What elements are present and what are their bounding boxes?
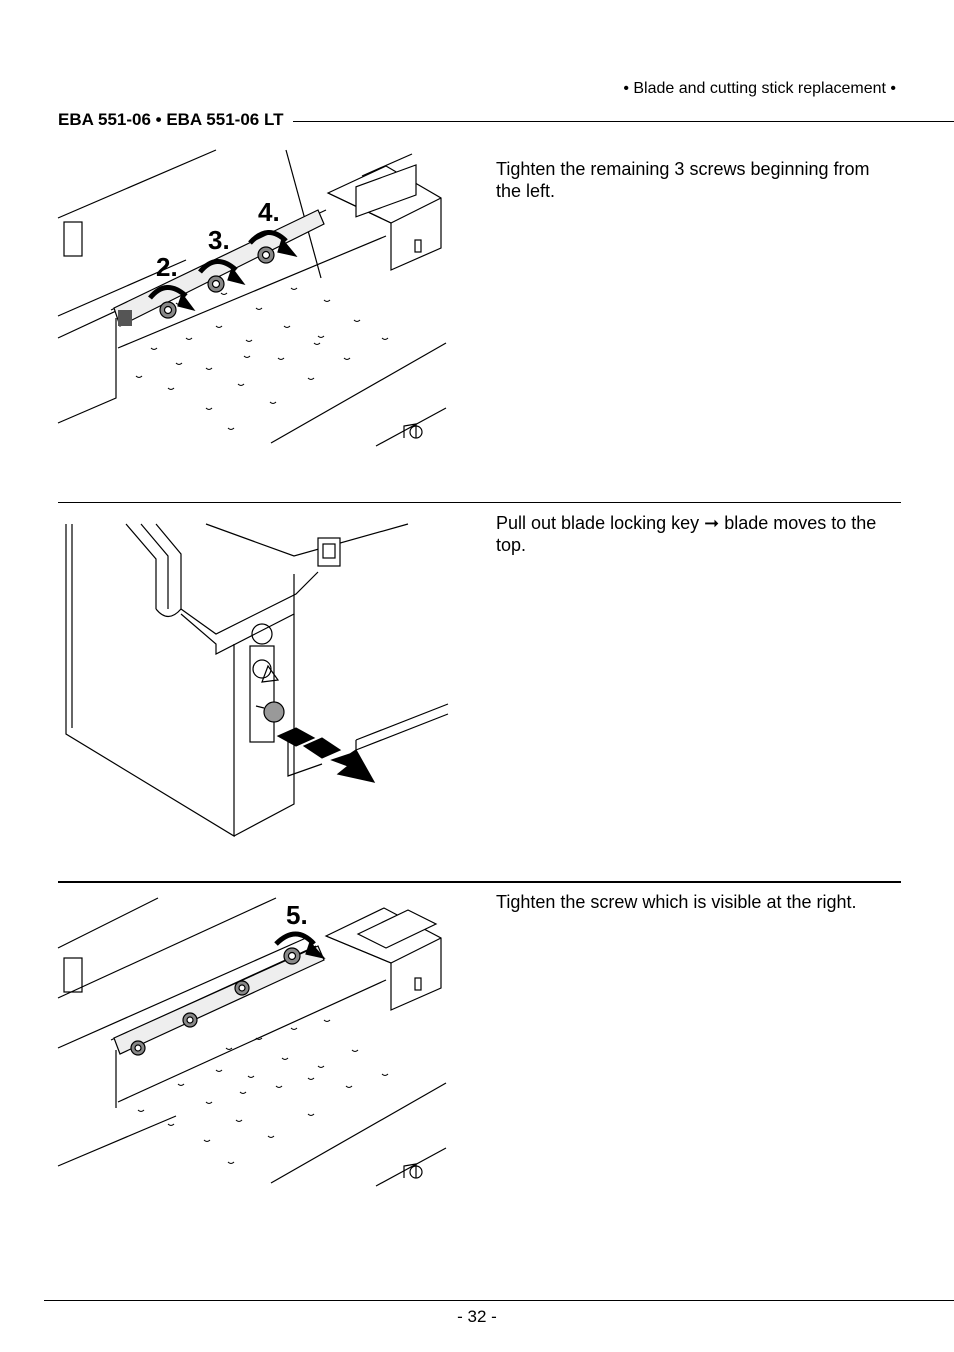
- divider-1: [58, 502, 901, 503]
- figure-step-1: 2. 3. 4.: [57, 149, 447, 447]
- figure-step-2: [65, 523, 449, 838]
- figure-step-3: 5.: [57, 897, 447, 1187]
- step-2-text: Pull out blade locking key ➞ blade moves…: [496, 513, 877, 555]
- step-3-text: Tighten the screw which is visible at th…: [496, 892, 857, 912]
- section-title: • Blade and cutting stick replacement •: [623, 80, 896, 97]
- footer-rule: [44, 1300, 954, 1301]
- step-1-label-2: 2.: [156, 252, 178, 282]
- header-rule: [58, 121, 954, 122]
- step-1-label-4: 4.: [258, 197, 280, 227]
- step-1-label-3: 3.: [208, 225, 230, 255]
- page-number: - 32 -: [457, 1307, 497, 1326]
- step-1-text: Tighten the remaining 3 screws beginning…: [496, 159, 870, 201]
- model-name: EBA 551-06 • EBA 551-06 LT: [58, 110, 294, 130]
- step-3-label-5: 5.: [286, 900, 308, 930]
- divider-2: [58, 881, 901, 883]
